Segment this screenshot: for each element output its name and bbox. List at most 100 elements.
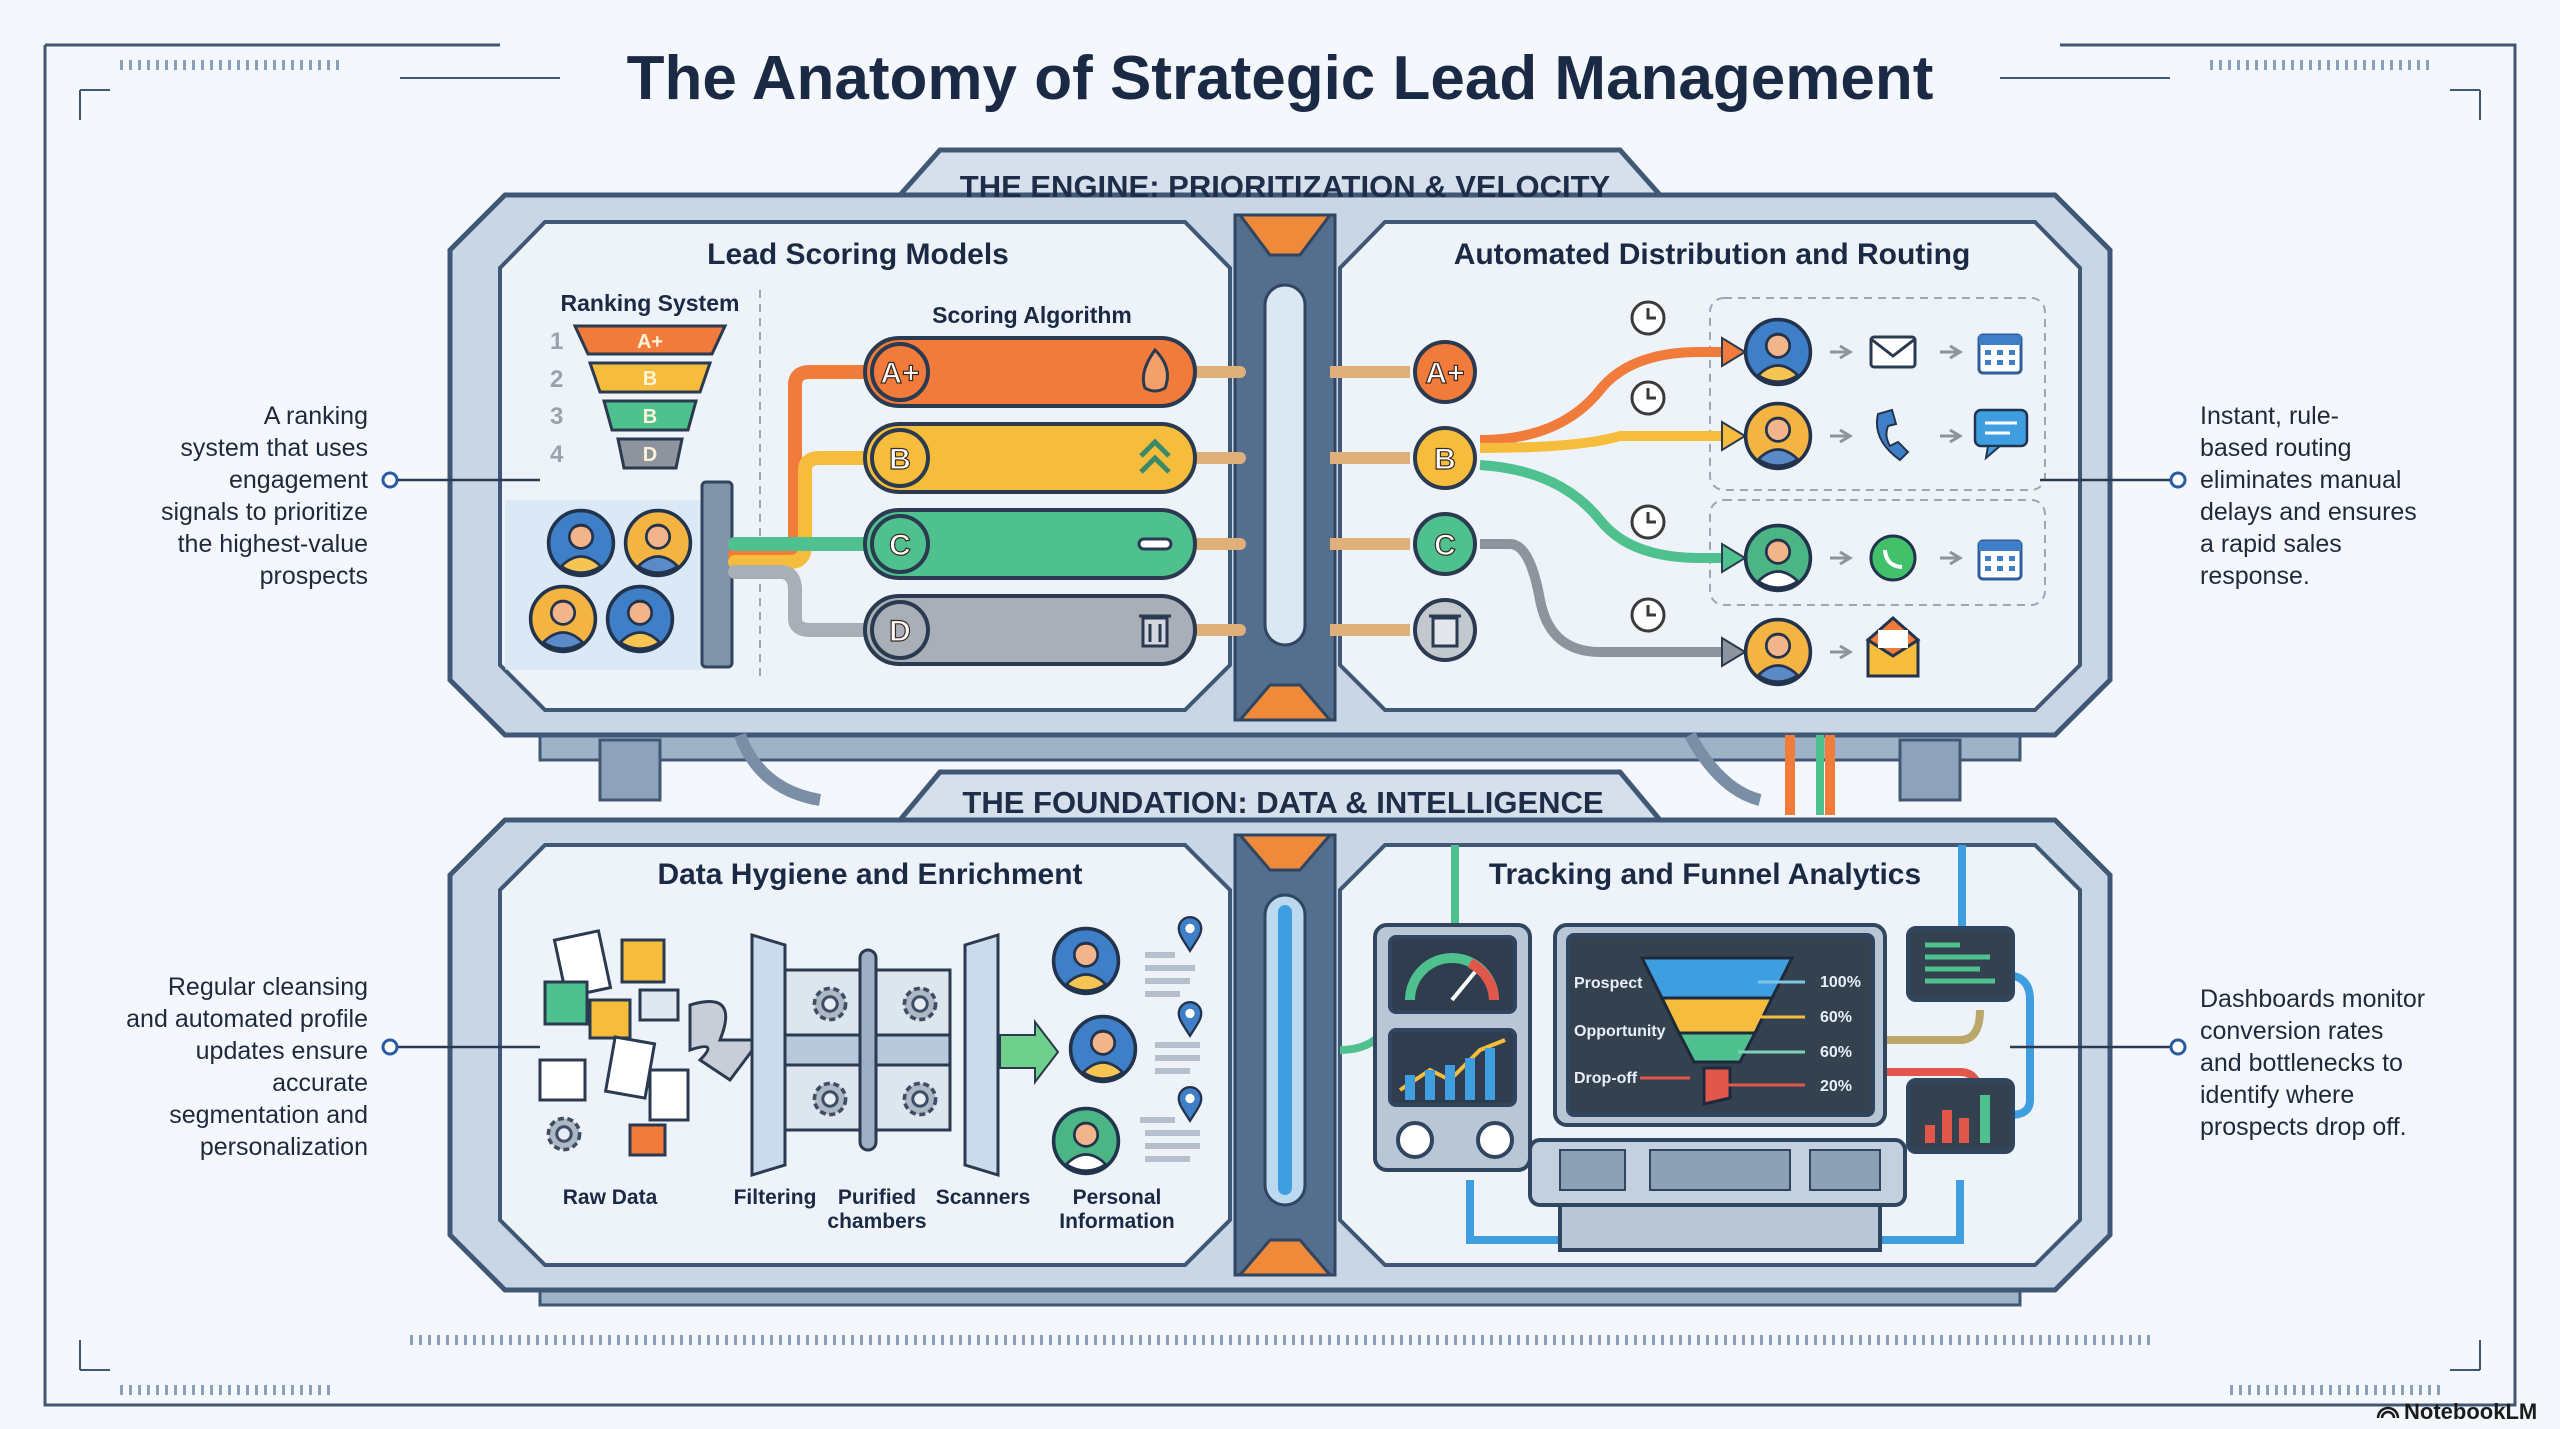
- grade-bar-1: A+: [863, 336, 1197, 408]
- grade-badge: [870, 428, 930, 488]
- annotation-line: Instant, rule-: [2200, 402, 2339, 430]
- grade-bar-2: B: [863, 422, 1197, 494]
- notebooklm-watermark: NotebookLM: [2376, 1399, 2537, 1424]
- annotation-line: delays and ensures: [2200, 498, 2417, 526]
- annotation-line: segmentation and: [169, 1101, 368, 1129]
- tier-2: B: [643, 368, 657, 390]
- profile-avatar: [1051, 926, 1121, 996]
- conversion-funnel: [1639, 956, 1795, 1106]
- calendar-icon: [1977, 539, 2023, 581]
- lead-scoring-panel: Lead Scoring Models Ranking System Scori…: [505, 238, 1246, 680]
- tier-4: D: [643, 444, 657, 466]
- data-hygiene-title: Data Hygiene and Enrichment: [657, 858, 1082, 891]
- scoring-algorithm-label: Scoring Algorithm: [932, 302, 1132, 328]
- annotation-line: Dashboards monitor: [2200, 985, 2425, 1013]
- route-badge: [1413, 426, 1477, 490]
- grade-bar-fill: [863, 422, 1197, 494]
- annotation-line: response.: [2200, 562, 2310, 590]
- stage-raw-data: Raw Data: [563, 1186, 658, 1209]
- funnel-label-opportunity: Opportunity: [1574, 1023, 1666, 1040]
- notebooklm-logo-icon: [2376, 1406, 2400, 1419]
- grade-badge: [870, 600, 930, 660]
- gear-icon: [902, 1081, 938, 1117]
- raw-data-pile: [538, 929, 690, 1157]
- stage-purified-2: chambers: [827, 1210, 926, 1233]
- annotation-line: personalization: [200, 1133, 368, 1161]
- open-envelope-icon: [1865, 616, 1921, 678]
- lead-scoring-title: Lead Scoring Models: [707, 238, 1009, 271]
- scoring-pipes: [728, 365, 1246, 637]
- lead-avatar: [546, 508, 616, 578]
- stage-personal-1: Personal: [1073, 1186, 1162, 1209]
- gauge-console: [1373, 923, 1532, 1172]
- grade-badge-label: A+: [880, 357, 919, 390]
- discard-trash-icon: [1413, 598, 1477, 662]
- ranking-funnel: A+ B B D 1 2 3 4: [550, 324, 728, 470]
- routing-panel: Automated Distribution and Routing: [1330, 238, 2046, 687]
- stage-personal-2: Information: [1059, 1210, 1175, 1233]
- clock-icon: [1630, 380, 1666, 416]
- grade-bar-fill: [863, 594, 1197, 666]
- route-badge-label: B: [1434, 443, 1456, 476]
- trash-icon: [1139, 614, 1171, 648]
- annotation-line: a rapid sales: [2200, 530, 2342, 558]
- side-screen-list: [1906, 926, 2015, 1002]
- funnel-label-dropoff: Drop-off: [1574, 1070, 1638, 1087]
- grade-bar-4: D: [863, 594, 1197, 666]
- profile-avatar: [1051, 1106, 1121, 1176]
- calendar-icon: [1977, 333, 2023, 375]
- tier-3: B: [643, 406, 657, 428]
- engine-header: THE ENGINE: PRIORITIZATION & VELOCITY: [960, 169, 1611, 204]
- output-arrow: [999, 1019, 1060, 1085]
- profile-detail-lines: [1140, 952, 1200, 1162]
- engine-frame: THE ENGINE: PRIORITIZATION & VELOCITY: [447, 147, 2113, 802]
- annotation-dot: [381, 1038, 399, 1056]
- watermark-text: NotebookLM: [2404, 1399, 2537, 1424]
- routing-title: Automated Distribution and Routing: [1454, 238, 1971, 271]
- lead-avatar: [528, 584, 598, 654]
- grade-bar-fill: [863, 336, 1197, 408]
- annotation-line: prospects drop off.: [2200, 1113, 2407, 1141]
- annotation-line: Regular cleansing: [168, 973, 368, 1001]
- annotation-dot: [2169, 1038, 2187, 1056]
- lead-avatar: [623, 508, 693, 578]
- stage-purified-1: Purified: [838, 1186, 916, 1209]
- annotation-line: A ranking: [264, 402, 368, 430]
- clock-icon: [1630, 300, 1666, 336]
- filter-grate: [700, 480, 734, 669]
- annotation-line: and automated profile: [126, 1005, 368, 1033]
- sales-rep-avatar: [1743, 401, 1813, 471]
- foundation-header: THE FOUNDATION: DATA & INTELLIGENCE: [962, 785, 1603, 820]
- rank-1: 1: [550, 328, 563, 355]
- analytics-panel: Tracking and Funnel Analytics: [1339, 845, 2034, 1252]
- annotation-line: the highest-value: [178, 530, 368, 558]
- grade-badge: [870, 342, 930, 402]
- annotation-line: and bottlenecks to: [2200, 1049, 2403, 1077]
- annotation-dot: [381, 471, 399, 489]
- stage-filtering: Filtering: [734, 1186, 817, 1209]
- whatsapp-icon: [1869, 534, 1917, 582]
- funnel-pct-1: 100%: [1820, 974, 1861, 991]
- page-title: The Anatomy of Strategic Lead Management: [627, 44, 1934, 113]
- minus-icon: [1137, 537, 1173, 551]
- stage-scanners: Scanners: [936, 1186, 1031, 1209]
- annotation-line: eliminates manual: [2200, 466, 2402, 494]
- route-badge-label: A+: [1425, 357, 1464, 390]
- route-badge: [1413, 340, 1477, 404]
- gear-icon: [902, 986, 938, 1022]
- route-badge: [1413, 512, 1477, 576]
- phone-icon: [1876, 408, 1910, 462]
- clock-icon: [1630, 597, 1666, 633]
- grade-badge: [870, 514, 930, 574]
- routing-arrows: [1330, 347, 1725, 657]
- ranking-system-label: Ranking System: [561, 290, 740, 316]
- double-chevron-up-icon: [1139, 438, 1171, 474]
- grade-badge-label: D: [889, 615, 911, 648]
- envelope-icon: [1869, 335, 1917, 369]
- annotation-line: signals to prioritize: [161, 498, 368, 526]
